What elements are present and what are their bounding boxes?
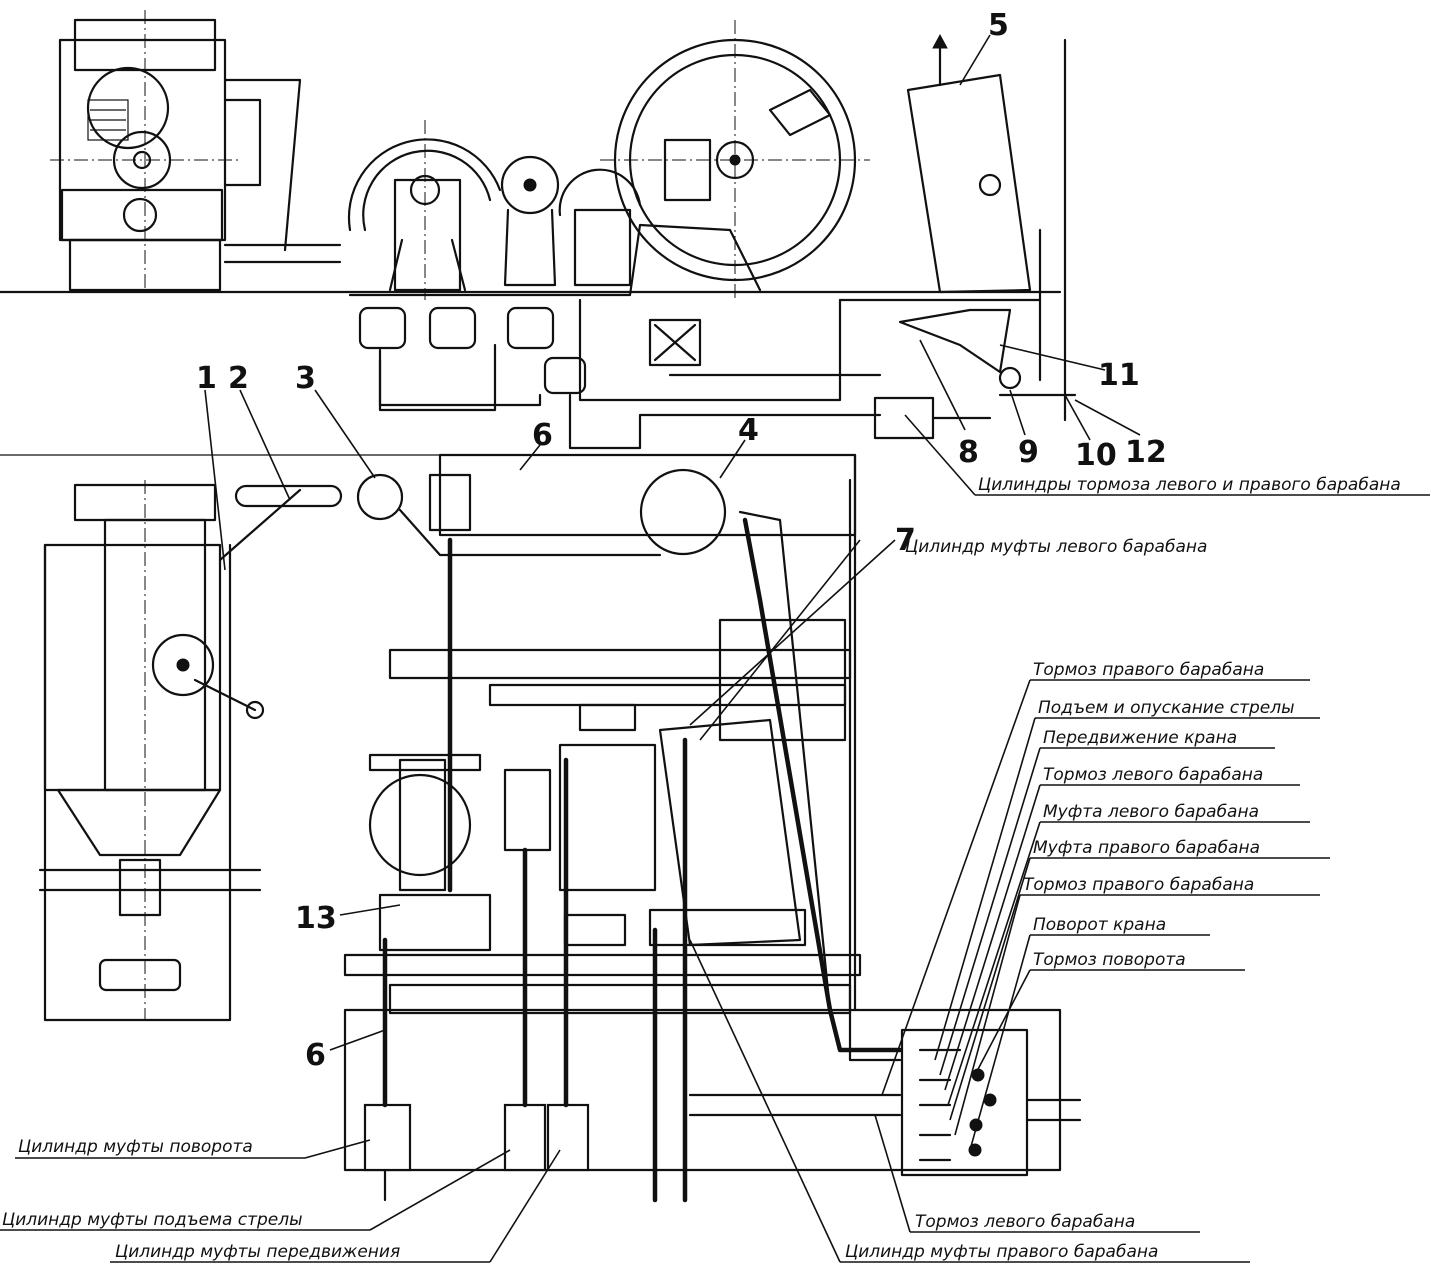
left-drum-elevation [347,120,502,300]
brake-cylinder [873,396,935,440]
crossbar-upper [388,648,852,680]
label-right-clutch-cylinder: Цилиндр муфты правого барабана [845,1242,1158,1262]
label-brake-cylinders: Цилиндры тормоза левого и правого бараба… [978,475,1401,495]
label-bottom-left-brake: Тормоз левого барабана [915,1212,1135,1232]
label-console-7: Тормоз правого барабана [1023,875,1254,895]
label-boom-clutch-cylinder: Цилиндр муфты подъема стрелы [2,1210,303,1230]
part-number-8: 8 [958,435,979,470]
compressor-3 [356,473,404,521]
valve-block [428,473,472,532]
middle-reel [500,155,642,287]
drums-plan [368,703,807,952]
upper-manifold [438,453,857,537]
crossbar-lower [343,953,862,977]
callout-labels: Цилиндры тормоза левого и правого бараба… [2,475,1401,1262]
part-number-1: 1 [196,361,217,396]
label-console-9: Тормоз поворота [1033,950,1186,970]
air-line-upper [378,348,542,407]
part-number-10: 10 [1075,438,1117,473]
clutch-cylinders-bottom [363,537,688,1203]
plan-view [0,453,1082,1203]
part-number-3: 3 [295,361,316,396]
engine-plan [38,480,302,1022]
side-elevation-view [0,10,1077,450]
label-console-8: Поворот крана [1033,915,1166,935]
part-number-13: 13 [295,901,337,936]
valves-row [358,306,702,395]
air-tank-4 [639,468,727,556]
part-number-12: 12 [1125,435,1167,470]
handle-2 [234,484,343,508]
part-number-5: 5 [988,8,1009,43]
part-number-11: 11 [1098,358,1140,393]
frame-outline [348,223,762,297]
part-number-6-top: 6 [532,418,553,453]
part-number-9: 9 [1018,435,1039,470]
right-drum-elevation [600,20,870,300]
label-console-1: Тормоз правого барабана [1033,660,1264,680]
label-slew-clutch-cylinder: Цилиндр муфты поворота [18,1137,253,1157]
label-console-5: Муфта левого барабана [1043,802,1259,822]
part-number-2: 2 [228,361,249,396]
part-number-6-bottom: 6 [305,1038,326,1073]
label-left-clutch-cylinder: Цилиндр муфты левого барабана [905,537,1207,557]
gearbox-housing [578,298,842,402]
part-number-4: 4 [738,413,759,448]
label-console-2: Подъем и опускание стрелы [1038,698,1295,718]
part-numbers: 1 2 3 4 5 6 6 7 8 9 10 11 12 13 [196,8,1167,1073]
control-panel-5 [906,33,1032,294]
base-frame [343,1008,1062,1172]
label-console-3: Передвижение крана [1043,728,1237,748]
label-console-4: Тормоз левого барабана [1043,765,1263,785]
label-console-6: Муфта правого барабана [1033,838,1260,858]
leader-lines [0,34,1430,1263]
part-number-7: 7 [895,523,916,558]
engine-unit [50,10,342,292]
label-travel-clutch-cylinder: Цилиндр муфты передвижения [115,1242,400,1262]
